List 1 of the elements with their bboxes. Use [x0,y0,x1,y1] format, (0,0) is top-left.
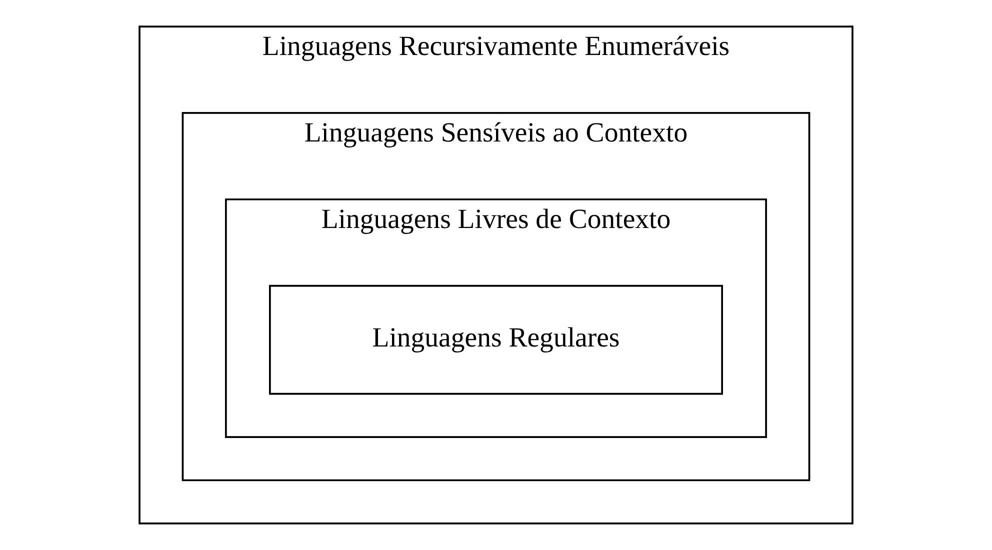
node-box: Linguagens Regulares [269,284,723,395]
